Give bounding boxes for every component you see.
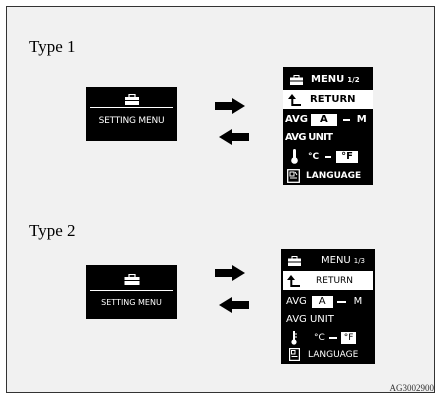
- type1-display-panel: MENU 1/2 RETURN AVG A M AVG UNIT °C °F: [283, 67, 373, 185]
- language-icon: [289, 348, 300, 361]
- type2-temp-unit-row[interactable]: °C °F: [281, 328, 375, 347]
- language-icon: [287, 168, 300, 183]
- dash: [336, 300, 346, 303]
- arrow-right-icon: [215, 98, 245, 114]
- dash: [342, 118, 350, 121]
- toolbox-icon: [124, 274, 139, 285]
- type1-unit-f-selected[interactable]: °F: [336, 150, 358, 163]
- thermometer-icon: [291, 149, 298, 164]
- type2-avg-other[interactable]: M: [353, 296, 363, 307]
- type1-avg-unit-row: AVG UNIT: [283, 128, 373, 147]
- toolbox-icon: [124, 94, 139, 105]
- type1-return-row[interactable]: RETURN: [283, 90, 373, 109]
- type2-unit-c[interactable]: °C: [314, 332, 325, 343]
- type2-avg-unit-label: AVG UNIT: [286, 314, 334, 325]
- type2-display-panel: MENU 1/3 RETURN AVG A M AVG UNIT °C: [281, 249, 375, 364]
- type2-setting-menu-tile[interactable]: SETTING MENU: [86, 265, 177, 319]
- type1-temp-unit-row[interactable]: °C °F: [283, 147, 373, 166]
- dash: [328, 336, 337, 339]
- type1-language-row[interactable]: LANGUAGE: [283, 166, 373, 185]
- type2-return-label: RETURN: [316, 275, 354, 286]
- type2-return-row[interactable]: RETURN: [283, 271, 373, 290]
- arrow-left-icon: [219, 129, 249, 145]
- type2-avg-selected[interactable]: A: [311, 295, 333, 308]
- type1-page-indicator: 1/2: [347, 75, 360, 84]
- type2-label: Type 2: [29, 221, 76, 240]
- type1-unit-c[interactable]: °C: [308, 151, 320, 162]
- figure-code: AG3002900: [389, 383, 435, 393]
- type1-avg-row[interactable]: AVG A M: [283, 110, 373, 129]
- arrow-left-icon: [219, 297, 249, 313]
- type2-unit-f-selected[interactable]: °F: [340, 331, 357, 344]
- type1-avg-label: AVG: [285, 114, 309, 125]
- type1-label: Type 1: [29, 37, 76, 56]
- type1-avg-selected[interactable]: A: [311, 113, 337, 126]
- type1-tile-text: SETTING MENU: [98, 116, 165, 126]
- type2-tile-text: SETTING MENU: [101, 298, 162, 307]
- type2-panel-header: MENU 1/3: [281, 251, 375, 270]
- type1-setting-menu-tile[interactable]: SETTING MENU: [86, 87, 177, 141]
- return-arrow-icon: [287, 274, 300, 287]
- type2-language-row[interactable]: LANGUAGE: [281, 345, 375, 364]
- figure-frame: Type 1 SETTING MENU MENU 1/2: [6, 6, 435, 393]
- type2-menu-title: MENU: [321, 255, 351, 266]
- type2-avg-row[interactable]: AVG A M: [281, 292, 375, 311]
- dash: [325, 155, 332, 158]
- type1-return-label: RETURN: [310, 94, 356, 105]
- type2-language-label: LANGUAGE: [308, 349, 359, 360]
- type1-panel-header: MENU 1/2: [283, 70, 373, 89]
- type1-avg-other[interactable]: M: [356, 114, 367, 125]
- type1-menu-title: MENU: [311, 74, 345, 85]
- type2-avg-unit-row: AVG UNIT: [281, 310, 375, 329]
- type2-page-indicator: 1/3: [353, 256, 366, 265]
- return-arrow-icon: [288, 93, 301, 106]
- toolbox-icon: [290, 74, 303, 85]
- type2-avg-label: AVG: [286, 296, 307, 307]
- tile-divider: [90, 107, 173, 108]
- tile-divider: [90, 290, 173, 291]
- type1-avg-unit-label: AVG UNIT: [285, 132, 333, 143]
- arrow-right-icon: [215, 265, 245, 281]
- toolbox-icon: [288, 255, 301, 266]
- type1-language-label: LANGUAGE: [306, 170, 362, 181]
- thermometer-icon: [291, 330, 297, 345]
